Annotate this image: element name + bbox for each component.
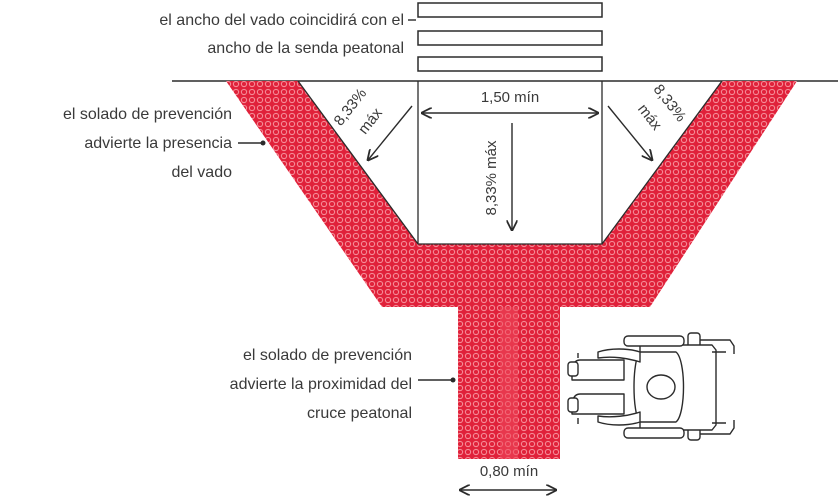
crosswalk-label-line1: el ancho del vado coincidirá con el (159, 12, 404, 29)
left-slope-suffix: máx (355, 104, 386, 137)
wheelchair-user-icon (567, 332, 735, 441)
proximity-label-line1: el solado de prevención (243, 347, 412, 364)
proximity-label-line2: advierte la proximidad del (230, 376, 412, 393)
warning-leader-dot (260, 140, 266, 146)
center-slope-label: 8,33% máx (483, 140, 500, 216)
bottom-width-label: 0,80 mín (480, 463, 538, 480)
ramp-outline (297, 80, 723, 245)
crosswalk-stripes (417, 2, 603, 72)
left-slope-arrow (368, 105, 413, 160)
crosswalk-label-line2: ancho de la senda peatonal (207, 40, 404, 57)
warning-tactile-band (226, 81, 797, 307)
proximity-label-line3: cruce peatonal (307, 405, 412, 422)
right-slope-suffix: máx (634, 101, 665, 134)
warning-label-line1: el solado de prevención (63, 106, 232, 123)
warning-label-line2: advierte la presencia (84, 135, 232, 152)
top-width-label: 1,50 mín (481, 89, 539, 106)
proximity-leader-dot (450, 377, 456, 383)
right-slope-arrow (607, 105, 652, 160)
warning-label-line3: del vado (172, 164, 233, 181)
proximity-strip-highlight (500, 307, 518, 459)
